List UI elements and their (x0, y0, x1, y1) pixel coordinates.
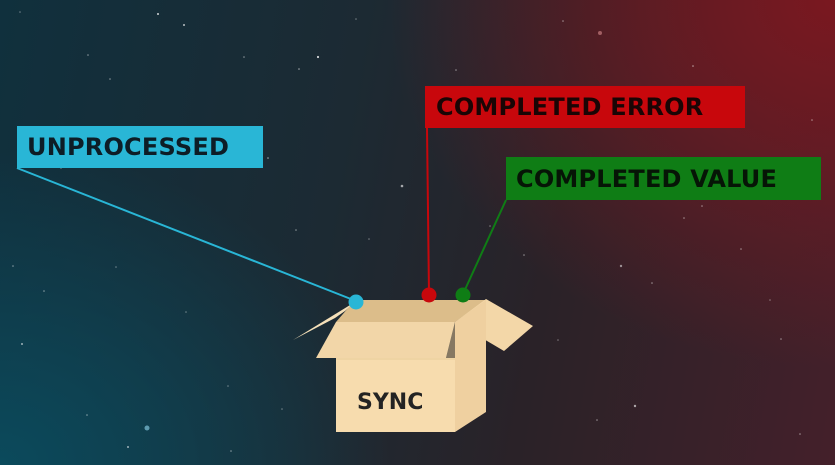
unprocessed-label-text: UNPROCESSED (27, 133, 230, 161)
unprocessed-label: UNPROCESSED (17, 126, 263, 168)
sync-box (293, 299, 533, 432)
box-front (336, 358, 455, 432)
box-interior (336, 300, 486, 322)
box-left-flap (293, 302, 355, 340)
box-side (455, 300, 486, 432)
unprocessed-connector (16, 167, 357, 302)
box-front-flap (316, 322, 455, 358)
value-dot (455, 287, 471, 303)
error-dot (421, 287, 437, 303)
unprocessed-dot (348, 294, 364, 310)
completed-error-label-text: COMPLETED ERROR (436, 93, 704, 121)
completed-error-label: COMPLETED ERROR (425, 86, 745, 128)
completed-value-label: COMPLETED VALUE (506, 157, 821, 200)
value-connector (462, 199, 507, 295)
completed-value-label-text: COMPLETED VALUE (516, 164, 778, 193)
box-label: SYNC (357, 390, 424, 415)
error-connector (426, 127, 430, 295)
